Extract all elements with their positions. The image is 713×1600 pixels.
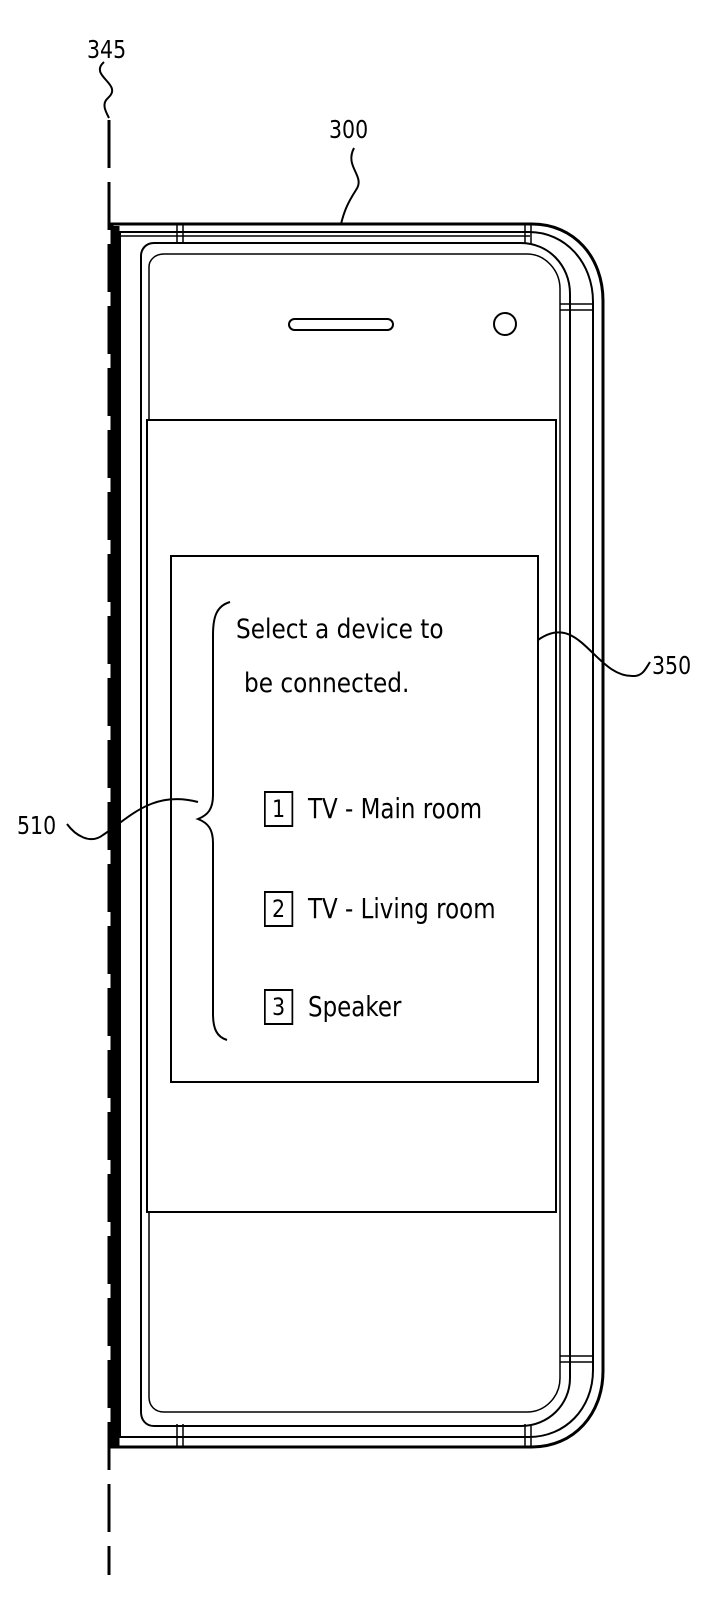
connection-prompt-line-1: Select a device to	[236, 614, 444, 645]
device-front-panel	[140, 242, 571, 1427]
connection-prompt-line-2: be connected.	[244, 668, 410, 699]
option-number-box: 2	[264, 891, 294, 927]
device-reference-leader	[340, 147, 360, 225]
device-list-reference-label: 510	[17, 811, 57, 840]
fold-axis-leader	[98, 61, 114, 119]
option-number-box: 3	[264, 989, 294, 1025]
fold-axis-reference-label: 345	[87, 35, 127, 64]
option-label: TV - Living room	[308, 892, 496, 925]
option-number-box: 1	[264, 791, 294, 827]
option-label: TV - Main room	[308, 792, 483, 825]
device-option-tv-living-room[interactable]: 2 TV - Living room	[264, 889, 537, 929]
popup-window	[170, 555, 539, 1083]
earpiece-speaker	[288, 318, 394, 331]
device-reference-label: 300	[329, 115, 369, 144]
front-camera	[493, 312, 517, 336]
device-inner-body	[119, 231, 594, 1438]
option-label: Speaker	[308, 990, 402, 1023]
display-reference-label: 350	[652, 651, 692, 680]
device-display-bezel	[148, 253, 561, 1413]
device-option-speaker[interactable]: 3 Speaker	[264, 987, 422, 1027]
device-list-reference-leader	[66, 798, 199, 841]
device-option-tv-main-room[interactable]: 1 TV - Main room	[264, 789, 520, 829]
display-reference-leader	[537, 631, 651, 678]
list-brace	[195, 601, 231, 1041]
